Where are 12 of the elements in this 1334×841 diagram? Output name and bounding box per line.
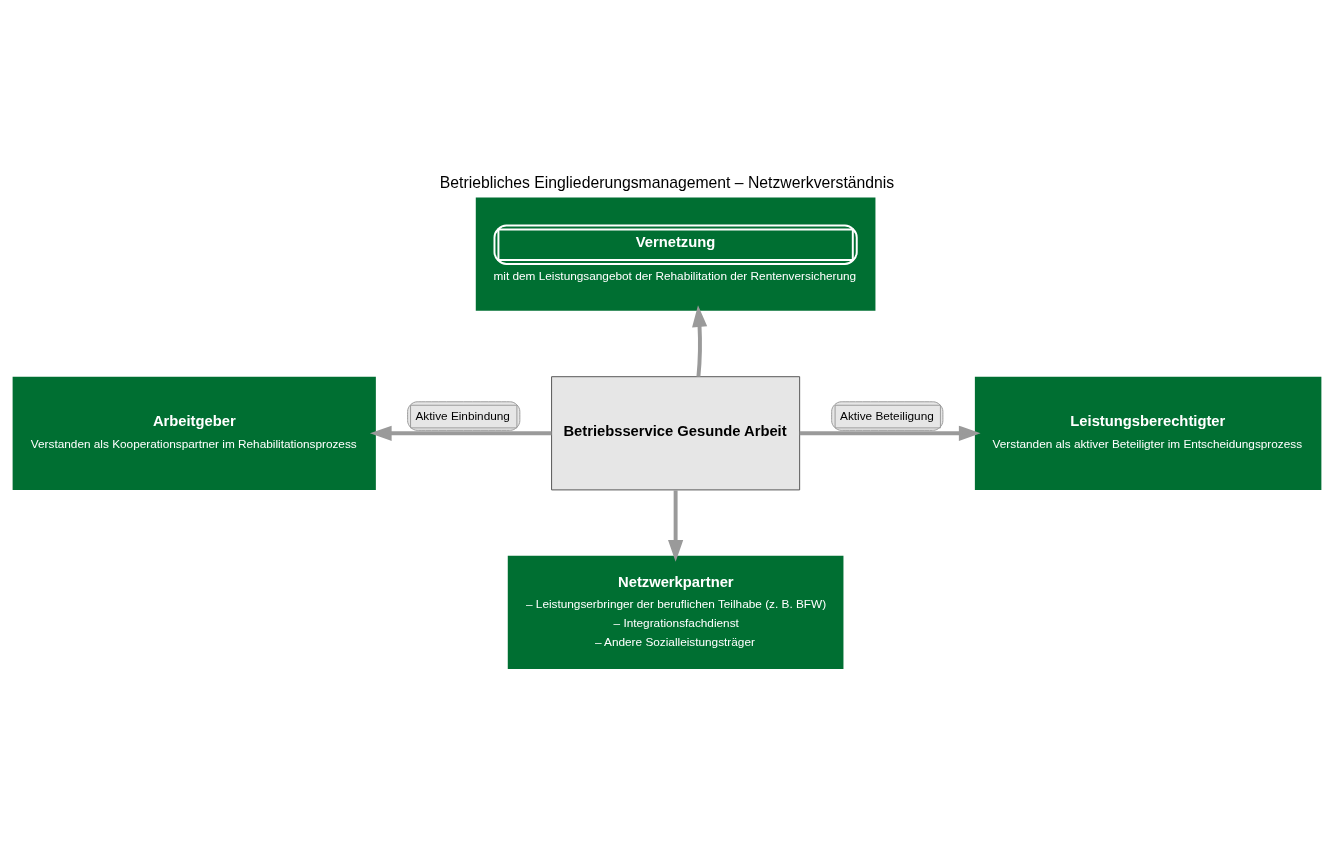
arrow: [369, 425, 552, 441]
node-box: Netzwerkpartner – Leistungserbringer der beruflichen Teilhabe (z. B. BFW) – Integrationsfachdienst – Andere Sozialleistungsträger: [507, 555, 844, 670]
node-box: Arbeitgeber Verstanden als Kooperationspartner im Rehabilitationsprozess: [12, 376, 376, 490]
node-box: Betriebsservice Gesunde Arbeit: [551, 376, 801, 491]
arrow: [692, 305, 708, 377]
edge-label: Aktive Einbindung: [415, 408, 510, 423]
arrow: [799, 425, 981, 441]
node-box: Leistungsberechtigter Verstanden als aktiver Beteiligter im Entscheidungsprozess: [974, 376, 1322, 490]
node-box: Vernetzung mit dem Leistungsangebot der Rehabilitation der Rentenversicherung: [475, 197, 876, 311]
edge-label: Aktive Beteiligung: [840, 408, 934, 423]
diagram-title: Betriebliches Eingliederungsmanagement – Netzwerkverständnis: [439, 174, 895, 192]
arrow: [668, 490, 684, 562]
